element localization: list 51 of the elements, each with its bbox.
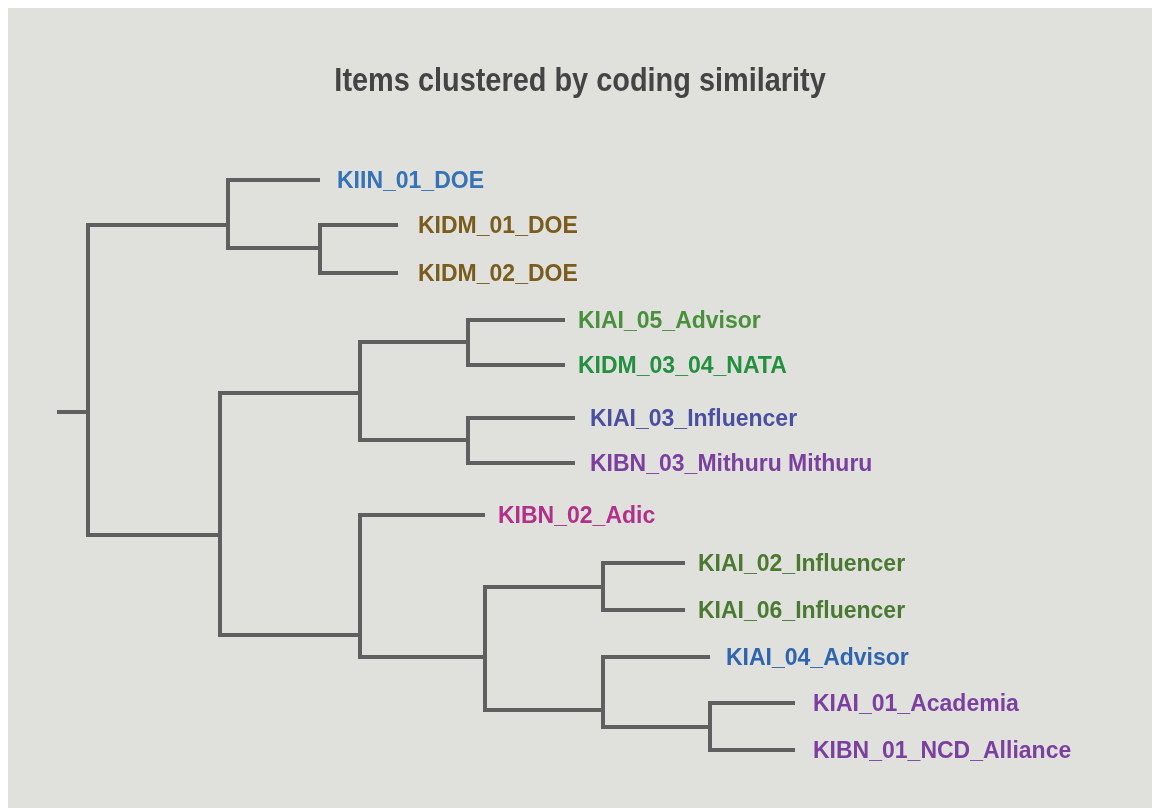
- dendrogram-branch: [601, 655, 605, 729]
- dendrogram-branch: [466, 416, 470, 465]
- dendrogram-link: [470, 318, 565, 322]
- dendrogram-link: [487, 585, 601, 589]
- leaf-label: KIDM_01_DOE: [398, 211, 578, 239]
- leaf-label: KIAI_03_Influencer: [575, 404, 798, 432]
- dendrogram-branch: [218, 391, 222, 637]
- dendrogram-link: [487, 708, 601, 712]
- dendrogram-link: [605, 655, 710, 659]
- leaf-label: KIAI_06_Influencer: [685, 596, 906, 624]
- dendrogram-link: [605, 561, 685, 565]
- dendrogram-link: [362, 513, 485, 517]
- dendrogram-link: [362, 655, 483, 659]
- dendrogram-link: [90, 533, 218, 537]
- dendrogram-branch: [358, 340, 362, 442]
- dendrogram-branch: [483, 585, 487, 712]
- dendrogram-branch: [358, 513, 362, 659]
- dendrogram-link: [712, 748, 795, 752]
- dendrogram-link: [230, 178, 320, 182]
- dendrogram-link: [230, 246, 318, 250]
- dendrogram-link: [470, 363, 565, 367]
- dendrogram-link: [470, 416, 575, 420]
- dendrogram-branch: [86, 223, 90, 537]
- dendrogram-link: [470, 461, 575, 465]
- leaf-label: KIAI_02_Influencer: [685, 549, 906, 577]
- leaf-label: KIAI_04_Advisor: [710, 643, 909, 671]
- leaf-label: KIIN_01_DOE: [320, 166, 484, 194]
- dendrogram-link: [322, 271, 398, 275]
- dendrogram-link: [90, 223, 226, 227]
- dendrogram-link: [712, 701, 795, 705]
- leaf-label: KIBN_03_Mithuru Mithuru: [575, 449, 873, 477]
- dendrogram-link: [362, 438, 466, 442]
- dendrogram-link: [362, 340, 466, 344]
- dendrogram-link: [57, 410, 86, 414]
- dendrogram-branch: [318, 223, 322, 275]
- dendrogram-branch: [708, 701, 712, 752]
- dendrogram-branch: [601, 561, 605, 612]
- dendrogram-link: [605, 608, 685, 612]
- dendrogram-branch: [226, 178, 230, 250]
- dendrogram-link: [605, 725, 708, 729]
- leaf-label: KIDM_02_DOE: [398, 259, 578, 287]
- dendrogram-branch: [466, 318, 470, 367]
- leaf-label: KIBN_02_Adic: [485, 501, 656, 529]
- chart-title: Items clustered by coding similarity: [334, 60, 826, 99]
- leaf-label: KIBN_01_NCD_Alliance: [795, 736, 1072, 764]
- leaf-label: KIAI_05_Advisor: [565, 306, 761, 334]
- leaf-label: KIDM_03_04_NATA: [565, 351, 787, 379]
- dendrogram-link: [322, 223, 398, 227]
- dendrogram-link: [222, 633, 358, 637]
- dendrogram-link: [222, 391, 358, 395]
- leaf-label: KIAI_01_Academia: [795, 689, 1019, 717]
